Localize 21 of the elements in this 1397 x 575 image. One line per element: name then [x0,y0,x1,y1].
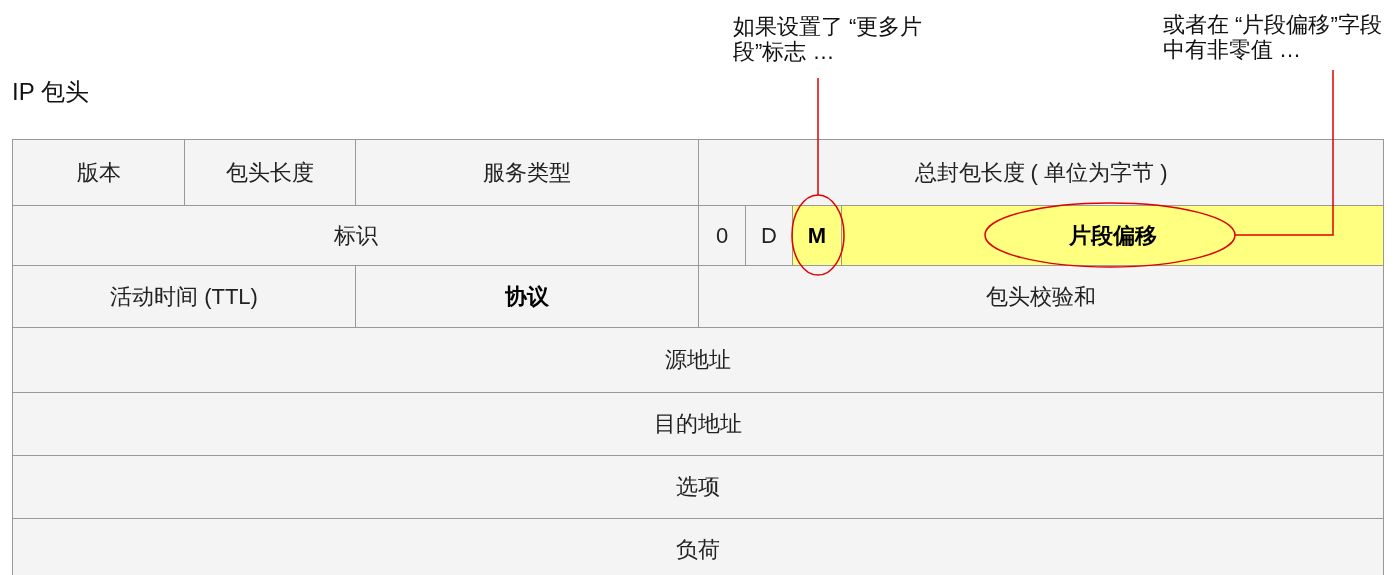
header-field-cell: 包头长度 [184,139,356,206]
header-field-cell: 目的地址 [12,392,1384,456]
header-field-cell: D [745,205,793,266]
header-field-cell: 总封包长度 ( 单位为字节 ) [698,139,1384,206]
header-field-cell: M [792,205,842,266]
diagram-title: IP 包头 [12,77,89,107]
header-field-cell: 源地址 [12,327,1384,393]
header-field-cell: 选项 [12,455,1384,519]
header-field-cell: 0 [698,205,746,266]
header-field-cell: 活动时间 (TTL) [12,265,356,328]
leader-line [1234,69,1334,236]
header-field-cell: 标识 [12,205,699,266]
header-field-cell: 协议 [355,265,699,328]
callout-text: 或者在 “片段偏移”字段中有非零值 … [1163,12,1397,62]
header-field-cell: 片段偏移 [841,205,1384,266]
leader-line [817,77,819,196]
header-field-cell: 服务类型 [355,139,699,206]
header-field-cell: 负荷 [12,518,1384,575]
header-field-cell: 包头校验和 [698,265,1384,328]
header-field-cell: 版本 [12,139,185,206]
callout-text: 如果设置了 “更多片段”标志 … [733,14,973,64]
